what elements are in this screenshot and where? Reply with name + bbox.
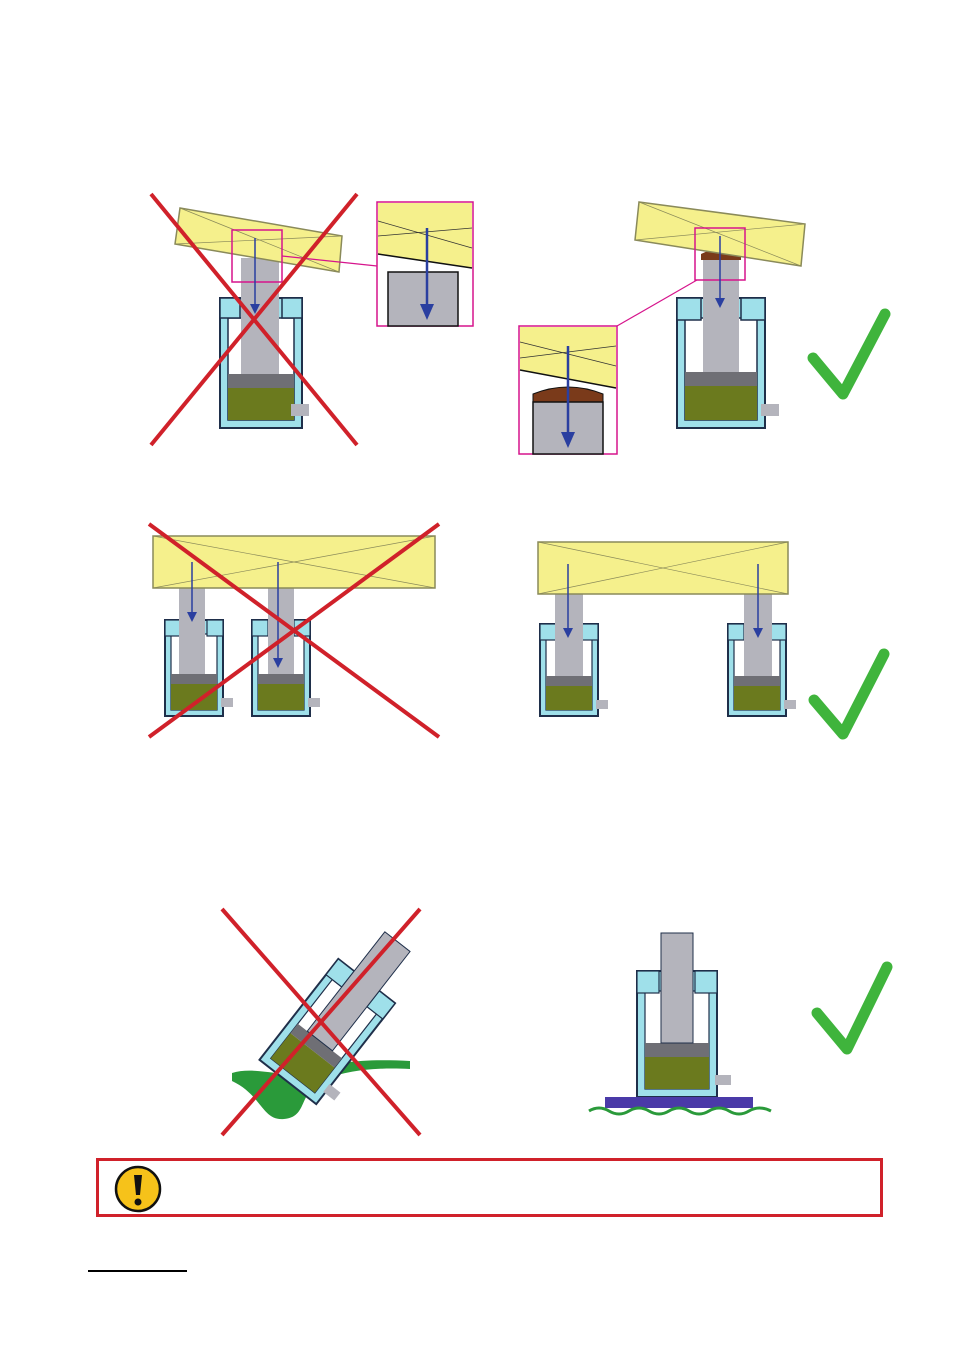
cylinder xyxy=(637,933,731,1097)
warning-box xyxy=(96,1158,883,1217)
panel-two-cylinders-ends xyxy=(530,530,895,745)
zoom-inset xyxy=(519,326,617,454)
checkmark-icon xyxy=(814,654,884,734)
soft-ground xyxy=(589,1108,771,1114)
checkmark-icon xyxy=(817,967,887,1049)
cylinder-left xyxy=(540,594,608,716)
panel-saddle-load xyxy=(515,188,895,458)
panel-tilted-on-soft-ground xyxy=(218,905,428,1140)
cylinder-left xyxy=(165,586,233,716)
piston-rod xyxy=(703,260,739,372)
cylinder-right xyxy=(728,594,796,716)
base-plate xyxy=(605,1097,753,1108)
panel-on-base-plate xyxy=(585,925,895,1130)
cross-icon xyxy=(222,909,420,1135)
piston-rod xyxy=(241,258,279,374)
panel-off-center-load xyxy=(145,188,485,453)
footer-rule xyxy=(88,1270,187,1272)
checkmark-icon xyxy=(813,314,885,394)
exclamation-warning-icon xyxy=(114,1165,162,1213)
panel-two-cylinders-offset xyxy=(145,520,450,745)
zoom-inset xyxy=(377,202,473,326)
